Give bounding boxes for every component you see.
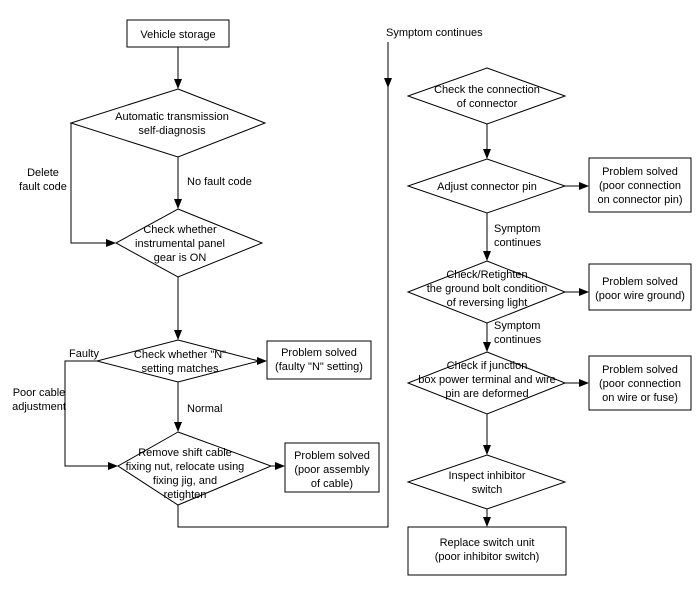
node-problem-solved-assembly[interactable]: Problem solved (poor assembly of cable) [284,442,380,493]
node-problem-solved-assembly-label-line2: (poor assembly [294,464,370,476]
node-check-ground-bolt[interactable]: Check/Retighten the ground bolt conditio… [406,260,567,324]
edge-label-symptom-continues-2-line1: Symptom [494,320,540,332]
node-problem-solved-connector-pin-label-line2: (poor connection [599,180,681,192]
node-check-junction-box[interactable]: Check if junction box power terminal and… [406,351,567,415]
node-auto-transmission-self-diagnosis-label-line1: Automatic transmission [115,111,229,123]
node-remove-shift-cable-label-line2: fixing nut, relocate using [126,461,245,473]
node-check-instrumental-panel-label-line1: Check whether [143,224,217,236]
edge-poor-cable-adjustment [64,360,118,470]
node-replace-switch-unit[interactable]: Replace switch unit (poor inhibitor swit… [407,526,567,576]
edge-label-normal: Normal [187,403,222,415]
node-problem-solved-connector-pin[interactable]: Problem solved (poor connection on conne… [588,157,692,213]
node-check-n-setting-label-line2: setting matches [141,363,219,375]
node-inspect-inhibitor-switch-label-line2: switch [472,484,503,496]
edge-symptom-continues-2 [483,323,491,352]
node-check-junction-box-label-line2: box power terminal and wire [418,374,556,386]
edge-label-poor-cable-adjustment-line1: Poor cable [13,387,66,399]
node-remove-shift-cable-label-line4: retighten [164,489,207,501]
node-check-junction-box-label-line1: Check if junction [447,360,528,372]
node-auto-transmission-self-diagnosis[interactable]: Automatic transmission self-diagnosis [69,88,267,158]
edge-shiftcable-to-solved [271,462,285,470]
node-inspect-inhibitor-switch-label-line1: Inspect inhibitor [448,470,525,482]
node-problem-solved-assembly-label-line3: of cable) [311,478,353,490]
edge-label-symptom-continues-1-line1: Symptom [494,223,540,235]
node-check-instrumental-panel[interactable]: Check whether instrumental panel gear is… [114,208,264,278]
node-problem-solved-wire-fuse-label-line1: Problem solved [602,364,678,376]
node-problem-solved-connector-pin-label-line1: Problem solved [602,166,678,178]
node-check-ground-bolt-label-line3: of reversing light [447,297,528,309]
node-check-connector-connection-label-line2: of connector [457,98,518,110]
edge-symptom-continues-1 [483,213,491,261]
node-problem-solved-wire-fuse-label-line2: (poor connection [599,378,681,390]
edge-storage-to-selfdiag [174,47,182,89]
node-check-connector-connection[interactable]: Check the connection of connector [406,67,567,125]
edge-checkconnector-to-adjustpin [483,124,491,159]
node-problem-solved-n-setting-label-line2: (faulty "N" setting) [275,361,363,373]
edge-left-column-to-symptom-continues [177,42,392,528]
node-vehicle-storage[interactable]: Vehicle storage [126,19,230,48]
node-replace-switch-unit-label-line1: Replace switch unit [440,537,535,549]
node-check-n-setting[interactable]: Check whether "N" setting matches [95,339,261,383]
edge-label-symptom-continues-2-line2: continues [494,334,542,346]
edge-label-delete-fault-code-line1: Delete [27,167,59,179]
node-problem-solved-wire-fuse-label-line3: on wire or fuse) [602,392,678,404]
node-check-connector-connection-label-line1: Check the connection [434,84,540,96]
edge-label-poor-cable-adjustment-line2: adjustment [12,401,66,413]
node-check-ground-bolt-label-line2: the ground bolt condition [427,283,547,295]
node-replace-switch-unit-label-line2: (poor inhibitor switch) [435,551,540,563]
edge-label-delete-fault-code-line2: fault code [19,181,67,193]
node-problem-solved-n-setting-label-line1: Problem solved [281,347,357,359]
edge-no-fault-code [174,157,182,209]
edge-junctionbox-to-solved [565,379,589,387]
edge-junctionbox-to-inspect [483,414,491,455]
node-problem-solved-wire-ground-label-line2: (poor wire ground) [595,290,685,302]
edge-label-symptom-continues-top: Symptom continues [386,27,483,39]
node-problem-solved-connector-pin-label-line3: on connector pin) [598,194,683,206]
node-inspect-inhibitor-switch[interactable]: Inspect inhibitor switch [406,454,567,510]
node-check-ground-bolt-label-line1: Check/Retighten [446,269,527,281]
edge-delete-fault-code [70,123,116,247]
node-remove-shift-cable-label-line3: fixing jig, and [153,475,217,487]
edge-adjustpin-to-solved [565,182,589,190]
node-check-instrumental-panel-label-line2: instrumental panel [135,238,225,250]
edge-groundbolt-to-solved [565,288,589,296]
node-adjust-connector-pin[interactable]: Adjust connector pin [406,158,567,214]
node-vehicle-storage-label: Vehicle storage [140,29,215,41]
edge-normal [174,382,182,432]
edge-label-no-fault-code: No fault code [187,176,252,188]
edge-label-faulty: Faulty [69,348,99,360]
node-problem-solved-wire-ground-label-line1: Problem solved [602,276,678,288]
node-remove-shift-cable[interactable]: Remove shift cable fixing nut, relocate … [117,431,273,506]
edge-nsetting-to-solved [257,357,267,365]
node-problem-solved-n-setting[interactable]: Problem solved (faulty "N" setting) [266,340,372,380]
node-check-n-setting-label-line1: Check whether "N" [134,349,226,361]
node-check-instrumental-panel-label-line3: gear is ON [154,252,207,264]
node-problem-solved-assembly-label-line1: Problem solved [294,450,370,462]
node-check-junction-box-label-line3: pin are deformed [445,388,528,400]
edge-label-symptom-continues-1-line2: continues [494,237,542,249]
node-problem-solved-wire-fuse[interactable]: Problem solved (poor connection on wire … [588,355,692,411]
node-problem-solved-wire-ground[interactable]: Problem solved (poor wire ground) [588,263,692,311]
node-auto-transmission-self-diagnosis-label-line2: self-diagnosis [138,125,206,137]
node-adjust-connector-pin-label: Adjust connector pin [437,181,537,193]
edge-instrpanel-to-nsetting [174,277,182,340]
edge-inspect-to-replace [483,509,491,527]
node-remove-shift-cable-label-line1: Remove shift cable [138,447,232,459]
